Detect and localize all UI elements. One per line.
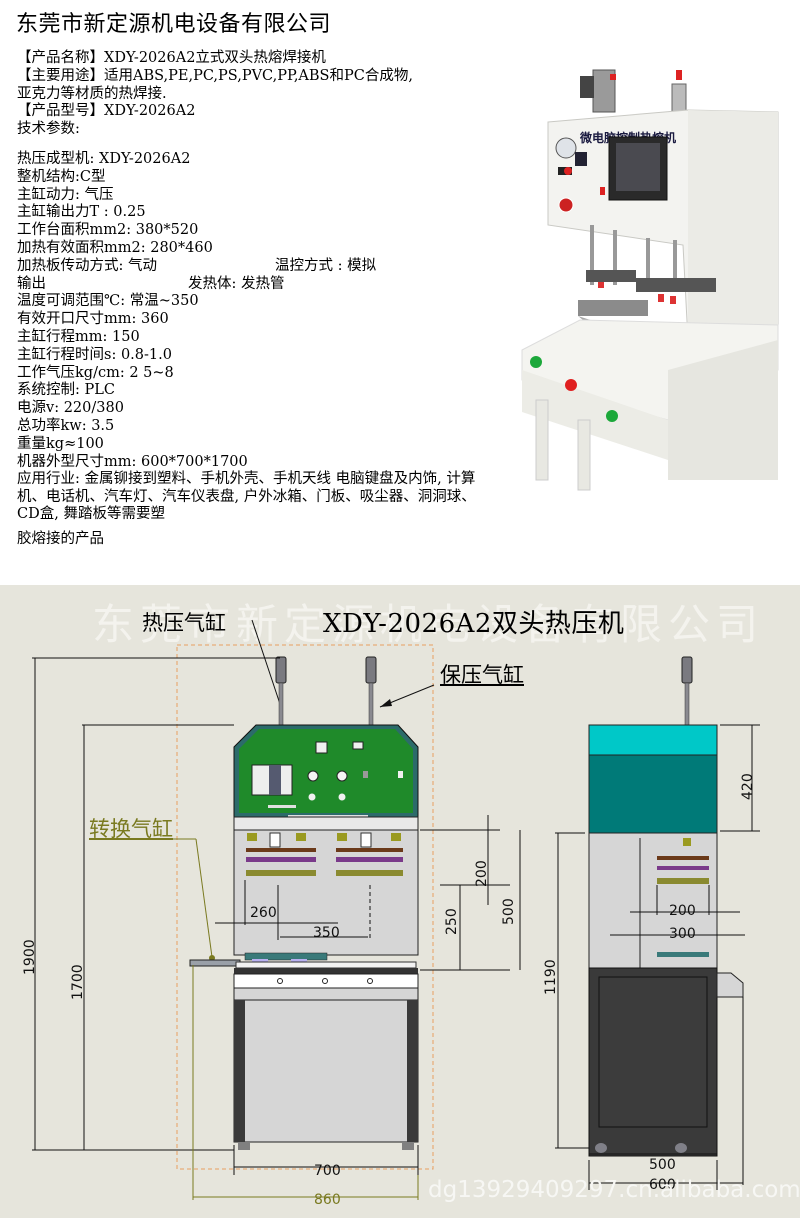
dim-head-200: 200: [669, 903, 696, 919]
dim-base-500: 500: [649, 1157, 676, 1173]
spec-value: : 600*700*1700: [131, 453, 248, 470]
spec-label: 有效开口尺寸mm: [17, 311, 132, 328]
spec-row: 主缸输出力T : 0.25: [17, 204, 497, 222]
machine-photo: 微电脑控制热熔机: [508, 40, 786, 495]
spec-extra-value: : 发热管: [231, 275, 285, 292]
spec-value: : 气压: [75, 186, 114, 203]
spec-row: 有效开口尺寸mm: 360: [17, 311, 497, 329]
dim-overall-height: 1900: [22, 939, 38, 975]
dim-width-860: 860: [314, 1192, 341, 1208]
spec-value: : PLC: [75, 382, 115, 399]
dim-body-height: 1700: [70, 964, 86, 1000]
spec-label: 系统控制: [17, 382, 75, 399]
spec-row: 主缸动力: 气压: [17, 187, 497, 205]
spec-label: 电源v: [17, 400, 55, 417]
spec-value: : 150: [102, 328, 140, 345]
spec-label: 主缸输出力T: [17, 204, 100, 221]
spec-label: 主缸行程mm: [17, 328, 103, 345]
spec-value: : XDY-2026A2: [89, 150, 191, 167]
dim-overall-600: 600: [649, 1177, 676, 1193]
spec-value: : 280*460: [140, 239, 213, 256]
spec-label: 热压成型机: [17, 150, 90, 167]
spec-label: 主缸行程时间s: [17, 346, 112, 363]
dim-width-700: 700: [314, 1163, 341, 1179]
dim-pitch-350: 350: [313, 925, 340, 941]
machine-photo-illustration: 微电脑控制热熔机: [521, 69, 779, 491]
spec-label: 工作台面积mm2: [17, 222, 127, 239]
spec-label: 工作气压kg/cm: [17, 364, 120, 381]
dim-gap-250: 250: [444, 908, 460, 935]
spec-row: 工作台面积mm2: 380*520: [17, 222, 497, 240]
spec-row: 重量kg≈100: [17, 436, 497, 454]
spec-block: 【产品名称】XDY-2026A2立式双头热熔焊接机 【主要用途】适用ABS,PE…: [17, 50, 497, 549]
drawing-title: XDY-2026A2双头热压机: [323, 609, 625, 639]
spec-row: 机器外型尺寸mm: 600*700*1700: [17, 454, 497, 472]
product-use-line-1: 【主要用途】适用ABS,PE,PC,PS,PVC,PP,ABS和PC合成物,: [17, 67, 413, 84]
product-name-line: 【产品名称】XDY-2026A2立式双头热熔焊接机: [17, 50, 326, 66]
spec-value: : 0.8-1.0: [111, 346, 172, 363]
spec-label: 温度可调范围℃: [17, 293, 121, 310]
spec-row: 电源v: 220/380: [17, 400, 497, 418]
spec-row: 加热板传动方式: 气动 温控方式 : 模拟: [17, 258, 497, 276]
spec-label: 主缸动力: [17, 186, 75, 203]
spec-value: : 气动: [118, 257, 158, 274]
spec-row: 加热有效面积mm2: 280*460: [17, 240, 497, 258]
spec-row: 工作气压kg/cm: 2 5~8: [17, 365, 497, 383]
dim-stroke-200: 200: [474, 860, 490, 887]
spec-label: 输出: [17, 275, 46, 292]
spec-label: 加热有效面积mm2: [17, 239, 141, 256]
spec-row: 输出 发热体: 发热管: [17, 276, 497, 294]
spec-row: 温度可调范围℃: 常温~350: [17, 293, 497, 311]
dim-open-500: 500: [501, 898, 517, 925]
callout-hot-press-cylinder: 热压气缸: [142, 611, 226, 635]
watermark-company: 东莞市新定源机电设备有限公司: [92, 600, 765, 649]
spec-label: 加热板传动方式: [17, 257, 119, 274]
spec-extra-value: : 模拟: [333, 257, 377, 274]
spec-value: : 2 5~8: [119, 364, 174, 381]
company-title: 东莞市新定源机电设备有限公司: [16, 12, 332, 37]
spec-label: 整机结构: [17, 168, 75, 185]
spec-row: 整机结构:C型: [17, 169, 497, 187]
spec-value: : 0.25: [99, 204, 146, 221]
spec-extra-label: 发热体: [188, 275, 232, 292]
spec-value: ≈100: [64, 435, 104, 452]
dim-table-1190: 1190: [543, 959, 559, 995]
product-use-line-2: 亚克力等材质的热焊接.: [17, 85, 167, 102]
spec-row: 系统控制: PLC: [17, 382, 497, 400]
callout-hold-press-cylinder: 保压气缸: [440, 663, 524, 687]
spec-value: : 360: [131, 311, 169, 328]
spec-label: 机器外型尺寸mm: [17, 453, 132, 470]
watermark-url: dg1392940929​7.cn.alibaba.com: [428, 1177, 800, 1203]
spec-extra-label: 温控方式: [275, 257, 333, 274]
spec-value: : 220/380: [54, 400, 124, 417]
applications-text: 应用行业: 金属铆接到塑料、手机外壳、手机天线 电脑键盘及内饰, 计算机、电话机…: [17, 471, 476, 523]
technical-drawing: 东莞市新定源机电设备有限公司 XDY-2026A2双头热压机 热压气缸 保压气缸…: [0, 585, 800, 1218]
spec-value: : 3.5: [81, 417, 115, 434]
drawing-linework: [32, 619, 760, 1200]
product-model-line: 【产品型号】XDY-2026A2: [17, 103, 196, 120]
dim-plate-300: 300: [669, 926, 696, 942]
dim-head-260: 260: [250, 905, 277, 921]
spec-value: : 常温~350: [120, 293, 199, 310]
tech-params-heading: 技术参数:: [17, 121, 80, 138]
callout-switch-cylinder: 转换气缸: [89, 817, 173, 841]
spec-row: 热压成型机: XDY-2026A2: [17, 151, 497, 169]
spec-row: 总功率kw: 3.5: [17, 418, 497, 436]
spec-value: :C型: [75, 168, 106, 185]
spec-row: 主缸行程时间s: 0.8-1.0: [17, 347, 497, 365]
spec-value: : 380*520: [126, 222, 199, 239]
spec-label: 总功率kw: [17, 417, 82, 434]
spec-label: 重量kg: [17, 435, 65, 452]
dim-top-420: 420: [740, 773, 756, 800]
spec-row: 主缸行程mm: 150: [17, 329, 497, 347]
applications-text-end: 胶熔接的产品: [17, 530, 104, 547]
